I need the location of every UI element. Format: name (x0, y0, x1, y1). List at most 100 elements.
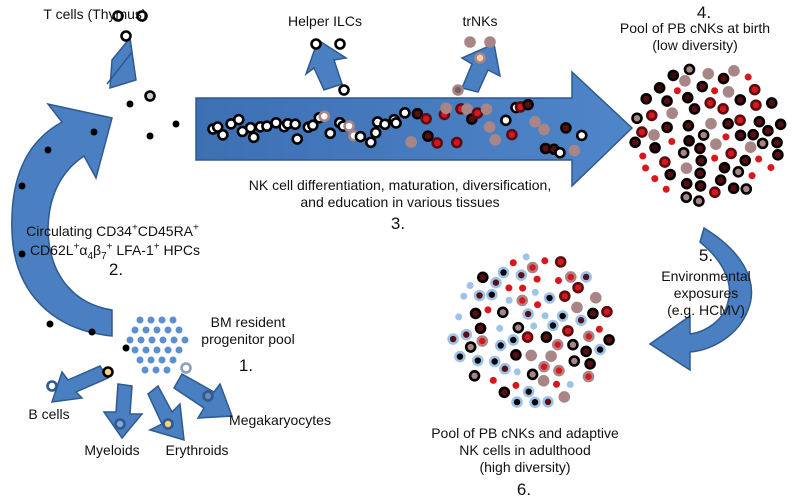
birth-pool-cell (653, 82, 666, 94)
birth-pool-cell (771, 136, 783, 149)
adult-pool-cell (567, 338, 579, 351)
differentiation-label-line1: NK cell differentiation, maturation, div… (248, 177, 552, 193)
nk-cell (506, 128, 518, 141)
t-cell (144, 90, 156, 102)
adult-pool-cell (525, 349, 537, 362)
progenitor-cell (136, 356, 144, 364)
adult-pool-cell (464, 341, 477, 353)
b-cells-label: B cells (28, 406, 70, 422)
adult-pool-cell (454, 350, 466, 363)
step-3-number: 3. (390, 214, 406, 233)
hpc-cell (46, 320, 54, 328)
adult-pool-cell (583, 330, 595, 343)
birth-pool-cell (631, 112, 643, 125)
birth-pool-cell (717, 103, 729, 115)
adult-pool-cell (541, 312, 549, 320)
cell-layer (18, 10, 787, 430)
adult-pool-cell (519, 284, 527, 292)
birth-pool-cell (711, 154, 719, 162)
progenitor-cell (175, 326, 183, 334)
environmental-arrow (648, 226, 753, 372)
nk-cell (405, 136, 417, 148)
birth-pool-cell (750, 99, 762, 111)
birth-pool-cell (711, 87, 719, 95)
ilc-cell (310, 38, 322, 50)
progenitor-cell (169, 356, 177, 364)
adult-pool-cell (541, 257, 549, 265)
adult-pool-cell (526, 368, 539, 381)
progenitor-cell (126, 336, 134, 344)
adult-pool-cell (547, 319, 559, 332)
progenitor-cell (180, 362, 192, 374)
adult-pool-cell (584, 358, 596, 370)
birth-pool-cell (642, 164, 650, 172)
birth-pool-cell (680, 177, 693, 190)
adult-pool-cell (603, 334, 615, 346)
t-cells-label: T cells (Thymus) (43, 6, 147, 22)
birth-pool-cell (704, 97, 716, 109)
birth-pool-cell (734, 114, 746, 127)
nk-cell (307, 119, 319, 132)
birth-pool-cell (667, 69, 680, 82)
birth-pool-cell (695, 154, 708, 167)
nk-cell (211, 121, 224, 133)
env-label-line2: exposures (673, 285, 739, 301)
nk-cell (420, 112, 432, 125)
adult-pool-cell (571, 301, 583, 314)
birth-pool-cell (661, 95, 673, 107)
adult-pool-cell (496, 324, 504, 332)
birth-pool-cell (668, 137, 676, 145)
myeloids-label: Myeloids (84, 442, 140, 458)
hpc-cell (18, 250, 26, 258)
progenitor-cell (122, 344, 130, 352)
adult-pool-cell (533, 275, 541, 283)
birth-pool-cell (683, 135, 695, 147)
birth-pool-cell (651, 175, 659, 183)
birth-pool-cell (664, 168, 677, 181)
birth-pool-cell (722, 86, 735, 98)
progenitor-cell (136, 316, 144, 324)
adult-pool-cell (594, 343, 606, 356)
adult-pool-cell (564, 271, 577, 283)
nk-cell (354, 130, 367, 143)
t-cell (112, 10, 124, 22)
env-label-line1: Environmental (661, 268, 751, 284)
nk-cell (480, 103, 493, 116)
birth-pool-cell (753, 115, 766, 128)
adult-pool-cell (554, 256, 567, 268)
adult-pool-cell (558, 391, 571, 403)
differentiation-arrow (195, 70, 634, 188)
adult-pool-cell (553, 364, 565, 377)
birth-pool-cell (709, 186, 721, 199)
adult-pool-cell (473, 289, 486, 302)
nk-cell (324, 127, 337, 140)
adult-pool-cell (522, 385, 535, 398)
adult-pool-cell (513, 368, 521, 376)
adult-pool-cell (521, 331, 534, 343)
birth-pool-cell (748, 172, 756, 180)
adult-pool-cell (526, 261, 539, 274)
birth-pool-cell (744, 73, 752, 81)
nk-cell (422, 130, 434, 142)
birth-pool-cell (683, 63, 696, 76)
birth-pool-cell (693, 195, 705, 207)
step-1-number: 1. (238, 356, 254, 375)
adult-pool-cell (575, 314, 587, 327)
nk-cell (289, 118, 302, 131)
helper-ilcs-arrow (304, 38, 349, 91)
birth-pool-cell (705, 117, 717, 130)
adult-pool-cell (540, 331, 553, 343)
ilc-cell (338, 84, 350, 96)
adult-pool-cell (474, 322, 487, 335)
adult-pool-label-line1: Pool of PB cNKs and adaptive (431, 425, 619, 441)
adult-pool-cell (499, 362, 511, 375)
progenitor-cell (175, 346, 183, 354)
erythroid-cell (162, 418, 174, 430)
birth-pool-cell (710, 138, 722, 150)
hpc-cell (88, 328, 96, 336)
progenitor-cell (159, 336, 167, 344)
adult-pool-cell (510, 349, 522, 361)
progenitor-cell (158, 356, 166, 364)
birth-pool-cell (694, 180, 707, 192)
